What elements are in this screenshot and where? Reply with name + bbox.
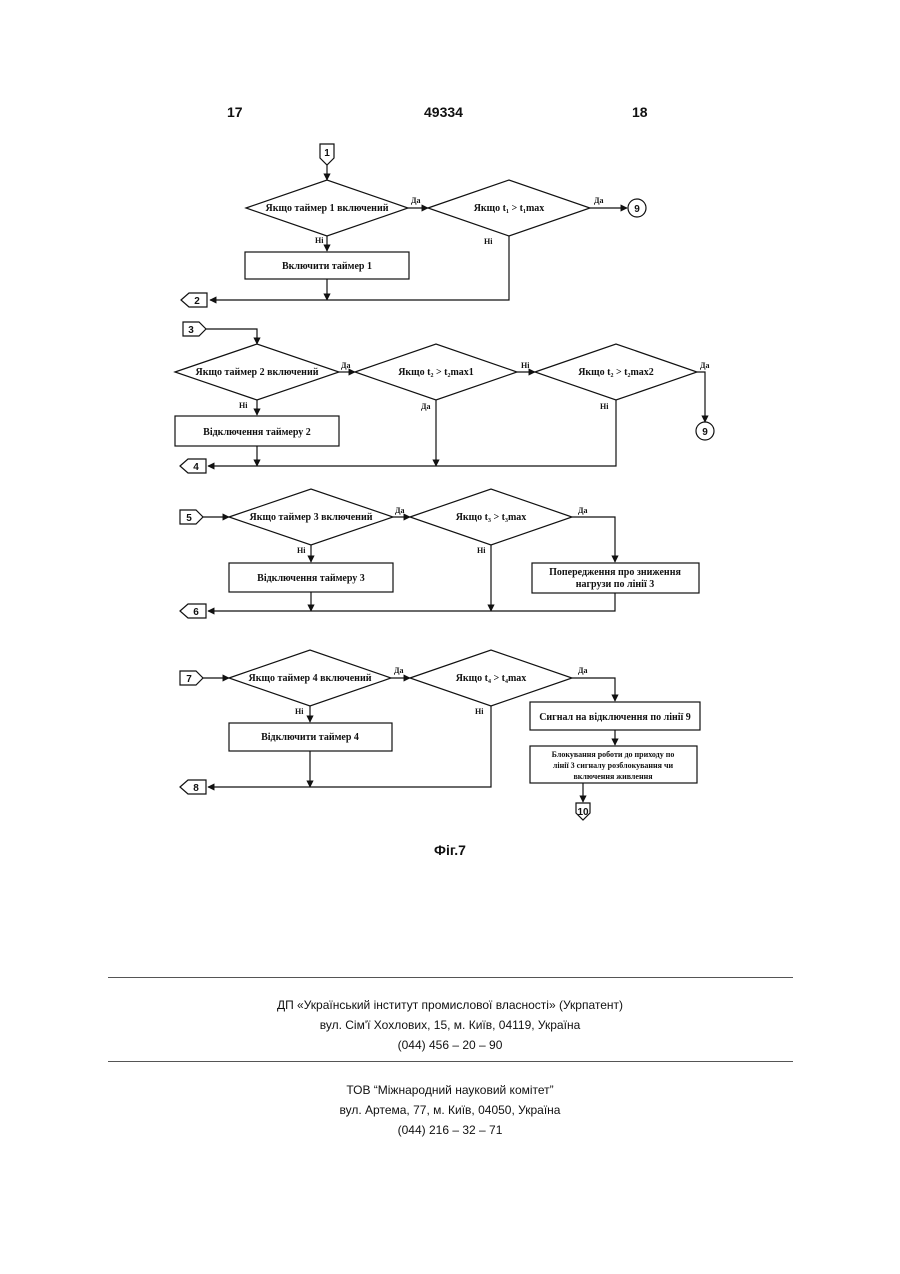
t3-condition-text: Якщо t₃ > t₃max [456, 512, 527, 523]
timer3-condition-text: Якщо таймер 3 включений [250, 512, 373, 523]
footer1-phone: (044) 456 – 20 – 90 [0, 1035, 900, 1055]
disable-timer4-text: Відключити таймер 4 [261, 732, 359, 743]
footer1-org: ДП «Український інститут промислової вла… [0, 995, 900, 1015]
yes-label: Да [411, 196, 421, 205]
connector-9b-label: 9 [702, 427, 708, 438]
no-label: Ні [315, 236, 324, 245]
block-text-3: включення живлення [573, 772, 653, 781]
block-text-1: Блокування роботи до приходу по [552, 750, 675, 759]
yes-label: Да [421, 402, 431, 411]
yes-label: Да [578, 666, 588, 675]
footer2-address: вул. Артема, 77, м. Київ, 04050, Україна [0, 1100, 900, 1120]
no-label: Ні [239, 401, 248, 410]
warning-text-2: нагрузи по лінії 3 [576, 579, 654, 590]
disable-timer2-text: Відключення таймеру 2 [203, 427, 311, 438]
no-label: Ні [477, 546, 486, 555]
no-label: Ні [295, 707, 304, 716]
t2-max2-condition-text: Якщо t₂ > t₂max2 [578, 367, 654, 378]
timer4-condition-text: Якщо таймер 4 включений [249, 673, 372, 684]
connector-9a-label: 9 [634, 204, 640, 215]
warning-text-1: Попередження про зниження [549, 567, 681, 578]
no-label: Ні [297, 546, 306, 555]
footer2-phone: (044) 216 – 32 – 71 [0, 1120, 900, 1140]
no-label: Ні [484, 237, 493, 246]
timer1-condition-text: Якщо таймер 1 включений [266, 203, 389, 214]
connector-8-label: 8 [193, 783, 199, 794]
t4-condition-text: Якщо t₄ > t₄max [456, 673, 527, 684]
yes-label: Да [700, 361, 710, 370]
no-label: Ні [521, 361, 530, 370]
signal-line9-text: Сигнал на відключення по лінії 9 [539, 712, 691, 723]
connector-10-label: 10 [577, 807, 589, 818]
divider-middle [108, 1061, 793, 1062]
no-label: Ні [600, 402, 609, 411]
connector-6-label: 6 [193, 607, 199, 618]
yes-label: Да [578, 506, 588, 515]
footer2-org: ТОВ “Міжнародний науковий комітет” [0, 1080, 900, 1100]
connector-2-label: 2 [194, 296, 200, 307]
figure-caption: Фіг.7 [0, 842, 900, 858]
timer2-condition-text: Якщо таймер 2 включений [196, 367, 319, 378]
yes-label: Да [341, 361, 351, 370]
t1-condition-text: Якщо t₁ > t₁max [474, 203, 545, 214]
connector-7-label: 7 [186, 674, 192, 685]
block-text-2: лінії 3 сигналу розблокування чи [553, 761, 674, 770]
footer1-address: вул. Сім'ї Хохлових, 15, м. Київ, 04119,… [0, 1015, 900, 1035]
connector-3 [183, 322, 206, 336]
yes-label: Да [394, 666, 404, 675]
connector-1-label: 1 [324, 148, 330, 159]
disable-timer3-text: Відключення таймеру 3 [257, 573, 365, 584]
divider-top [108, 977, 793, 978]
t2-max1-condition-text: Якщо t₂ > t₂max1 [398, 367, 474, 378]
connector-3-label: 3 [188, 325, 194, 336]
yes-label: Да [395, 506, 405, 515]
enable-timer1-text: Включити таймер 1 [282, 261, 372, 272]
connector-4-label: 4 [193, 462, 199, 473]
footer-committee: ТОВ “Міжнародний науковий комітет” вул. … [0, 1080, 900, 1140]
no-label: Ні [475, 707, 484, 716]
yes-label: Да [594, 196, 604, 205]
connector-5-label: 5 [186, 513, 192, 524]
footer-patent-office: ДП «Український інститут промислової вла… [0, 995, 900, 1055]
flowchart: 1 2 3 4 5 6 7 8 9 9 10 Якщо таймер 1 вкл… [0, 0, 900, 840]
